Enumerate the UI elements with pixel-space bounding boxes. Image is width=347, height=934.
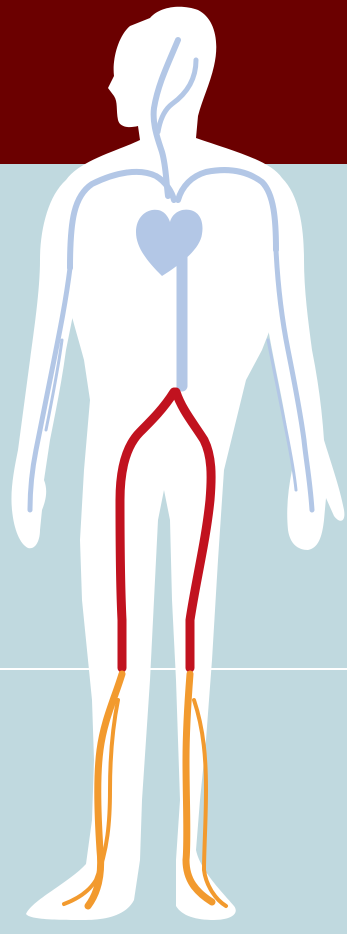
circulatory-diagram [0, 0, 347, 934]
diagram-canvas [0, 0, 347, 934]
